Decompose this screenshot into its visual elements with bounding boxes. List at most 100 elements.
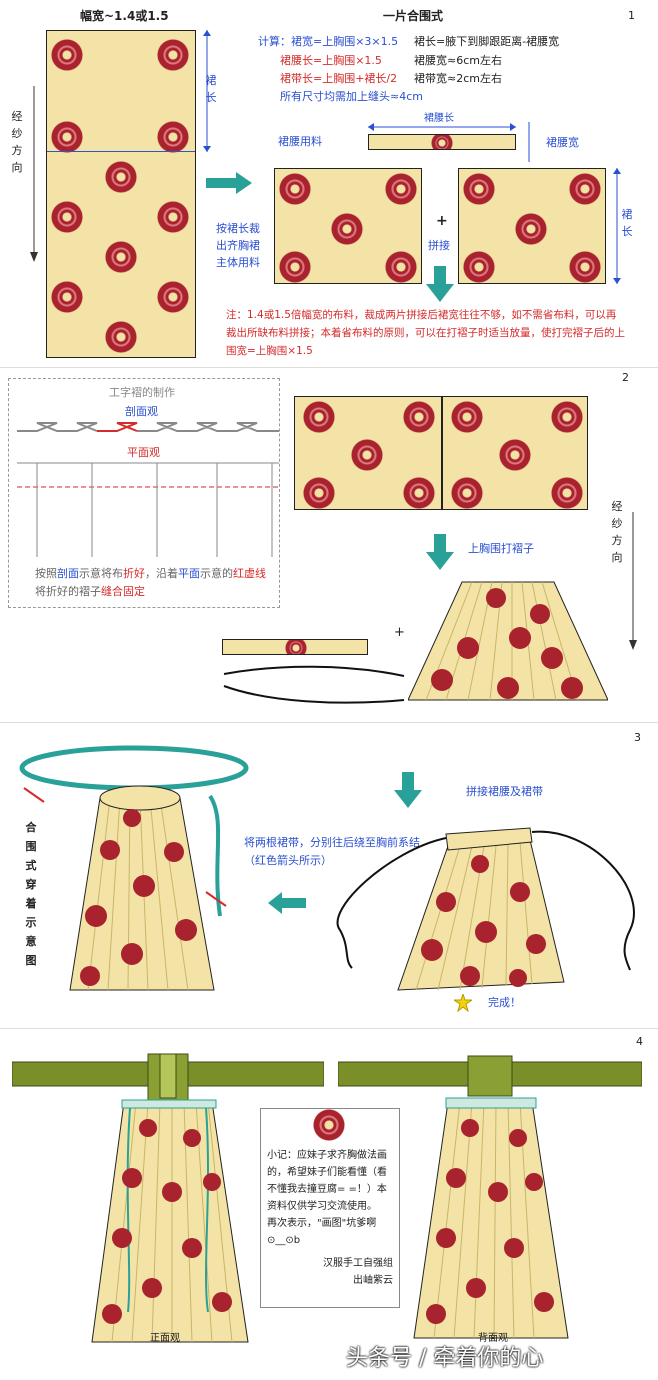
flower-motif — [105, 321, 137, 353]
flower-motif — [157, 39, 189, 71]
flower-motif — [385, 251, 417, 283]
flower-motif — [313, 1109, 345, 1141]
join-seam — [441, 397, 443, 509]
memo-line: 资料仅供学习交流使用。 — [267, 1201, 377, 1212]
flower-motif — [385, 173, 417, 205]
flower-motif — [303, 477, 335, 509]
memo-line: 小记：应妹子求齐胸做法画 — [267, 1150, 387, 1161]
skirt-panel-right — [458, 168, 606, 284]
flower-motif — [403, 401, 435, 433]
calc-line-4: 所有尺寸均需加上缝头≈4cm — [280, 90, 423, 103]
waist-length-label: 裙腰长 — [424, 113, 454, 124]
waistband-strip — [368, 134, 516, 150]
calc-line-2: 裙腰长=上胸围×1.5 — [280, 54, 382, 67]
pleat-instructions: 按照剖面示意将布折好，沿着平面示意的红虚线将折好的褶子缝合固定 — [35, 567, 266, 598]
watermark: 头条号 / 牵着你的心 — [346, 1346, 544, 1371]
pleat-plane-view — [17, 462, 279, 557]
flower-motif — [551, 401, 583, 433]
section-title: 一片合围式 — [383, 9, 444, 23]
pleat-title: 工字褶的制作 — [109, 386, 175, 399]
star-icon — [454, 994, 472, 1012]
front-view-label: 正面观 — [150, 1333, 180, 1344]
section-view-label: 剖面观 — [125, 405, 158, 418]
tie-note: 将两根裙带，分别往后绕至胸前系结（红色箭头所示） — [244, 836, 420, 867]
flower-motif — [157, 121, 189, 153]
flower-motif — [403, 477, 435, 509]
skirt-panel-left — [274, 168, 422, 284]
flower-motif — [105, 241, 137, 273]
waist-length-dimension — [368, 123, 516, 131]
credit-line: 汉服手工自强组 — [323, 1258, 393, 1269]
pleat-cross-section — [17, 422, 279, 432]
back-view-label: 背面观 — [478, 1333, 508, 1344]
flower-motif — [463, 173, 495, 205]
memo-card: 小记：应妹子求齐胸做法画 的，希望妹子们能看懂（看 不懂我去撞豆腐= =！）本 … — [260, 1108, 400, 1308]
pleat-step-label: 上胸围打褶子 — [468, 542, 534, 555]
flower-motif — [431, 135, 453, 149]
flower-motif — [105, 161, 137, 193]
skirt-with-waistband — [336, 827, 635, 991]
flower-motif — [51, 201, 83, 233]
flower-motif — [51, 39, 83, 71]
waist-material-label: 裙腰用料 — [278, 135, 322, 148]
flower-motif — [463, 251, 495, 283]
front-view-figure — [12, 1053, 324, 1343]
pleated-skirt — [408, 581, 608, 701]
calc-right-1: 裙长=腋下到脚跟距离-裙腰宽 — [414, 35, 560, 48]
calc-right-3: 裙带宽≈2cm左右 — [414, 72, 502, 85]
section-number: 2 — [622, 371, 629, 384]
fabric-width-label: 幅宽~1.4或1.5 — [80, 9, 169, 23]
flower-motif — [279, 173, 311, 205]
panel-length-label: 裙长 — [621, 208, 633, 238]
flower-motif — [351, 439, 383, 471]
panel-length-dimension — [613, 168, 621, 284]
flower-motif — [551, 477, 583, 509]
wrapped-skirt-illustration — [19, 745, 249, 991]
main-fabric-panel — [46, 30, 196, 358]
flower-motif — [285, 640, 307, 654]
waist-width-dimension — [528, 122, 530, 162]
flower-motif — [515, 213, 547, 245]
flower-motif — [451, 401, 483, 433]
flower-motif — [451, 477, 483, 509]
join-waist-label: 拼接裙腰及裙带 — [466, 785, 543, 798]
memo-line: 再次表示，"画图"坑爹啊 — [267, 1218, 377, 1229]
credit-line: 出岫紫云 — [353, 1275, 393, 1286]
memo-line: 的，希望妹子们能看懂（看 — [267, 1167, 387, 1178]
section-number: 3 — [634, 731, 641, 744]
flower-motif — [157, 201, 189, 233]
flower-motif — [303, 401, 335, 433]
flower-motif — [499, 439, 531, 471]
wearing-side-label: 合围式穿着示意图 — [25, 821, 37, 967]
grain-label-2: 经纱方向 — [611, 500, 623, 564]
divider — [0, 1028, 658, 1029]
flower-motif — [51, 121, 83, 153]
skirt-length-dimension — [203, 30, 211, 152]
done-label: 完成！ — [488, 996, 521, 1009]
cut-line — [47, 151, 195, 152]
cut-note: 按裙长裁出齐胸裙主体用料 — [216, 222, 260, 269]
memo-line: 不懂我去撞豆腐= =！）本 — [267, 1184, 387, 1195]
waistband-strip — [222, 639, 368, 655]
flower-motif — [157, 281, 189, 313]
down-arrow — [426, 266, 454, 302]
flower-motif — [279, 251, 311, 283]
left-arrow — [268, 892, 306, 914]
flower-motif — [569, 173, 601, 205]
down-arrow — [394, 772, 422, 808]
flower-motif — [331, 213, 363, 245]
divider — [0, 722, 658, 723]
back-view-figure — [338, 1055, 642, 1339]
note-text: 注：1.4或1.5倍幅宽的布料，裁成两片拼接后裙宽往往不够，如不需省布料，可以再… — [226, 309, 625, 357]
waist-width-label: 裙腰宽 — [546, 136, 579, 149]
plane-view-label: 平面观 — [127, 446, 160, 459]
skirt-ties — [223, 665, 405, 704]
flow-arrow — [206, 172, 252, 194]
plus-sign: + — [394, 625, 405, 640]
pleat-instructions-panel: 工字褶的制作 剖面观 平面观 按照剖面示意将布折好，沿着平面示意的红虚线将折好的… — [8, 378, 280, 608]
grain-label: 经纱方向 — [11, 110, 23, 174]
down-arrow — [426, 534, 454, 570]
memo-line: ⊙__⊙b — [267, 1235, 301, 1246]
section-number: 1 — [628, 9, 635, 22]
calc-line-3: 裙带长=上胸围+裙长/2 — [280, 72, 398, 85]
